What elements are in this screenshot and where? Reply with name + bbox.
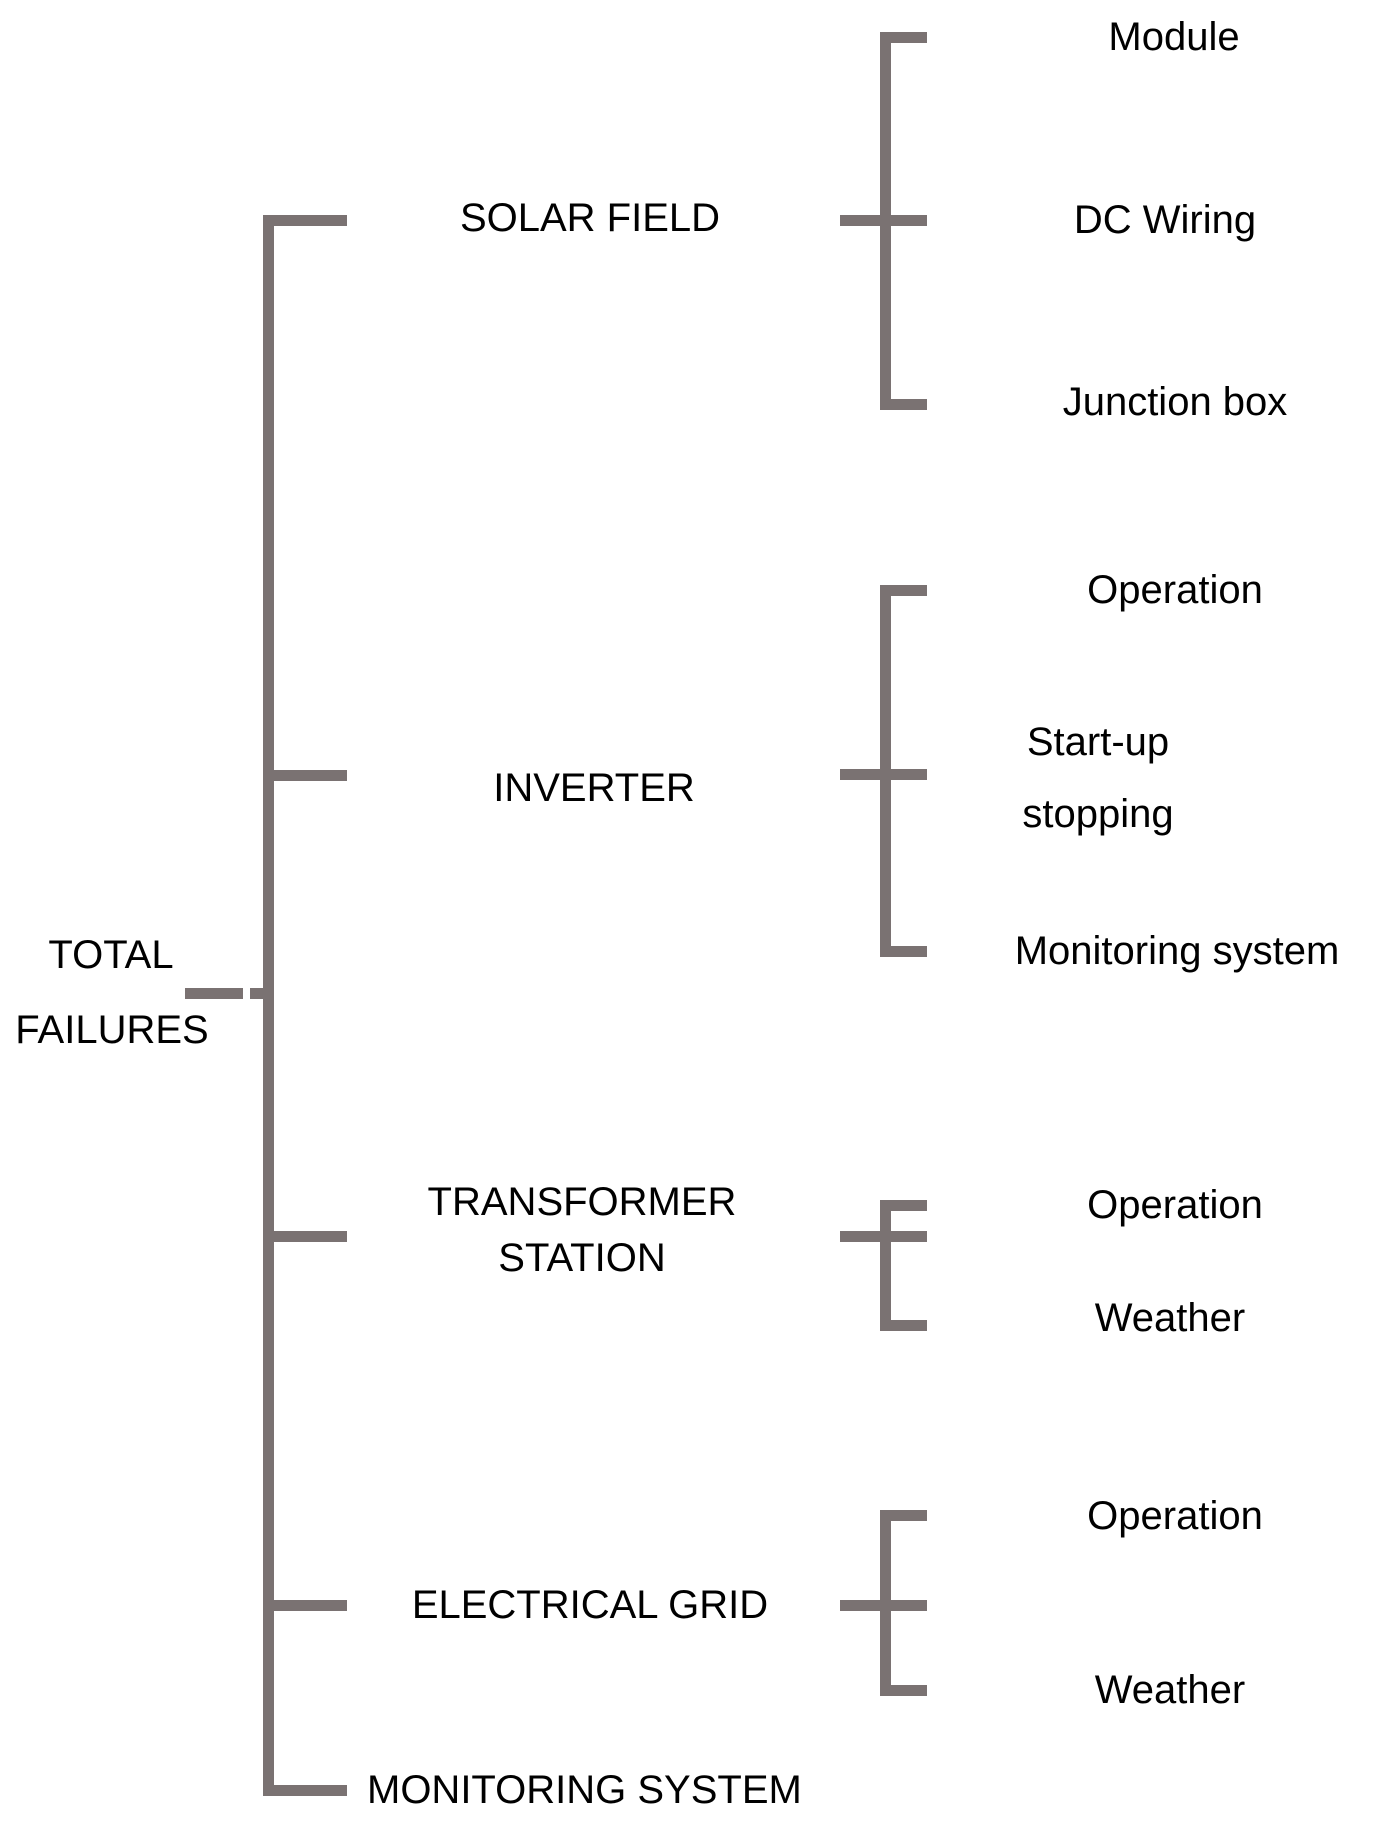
bracket-transformer-tick-mid xyxy=(840,1231,927,1242)
spine-tick-electrical-grid xyxy=(263,1600,347,1611)
bracket-inverter-tick-top xyxy=(880,585,927,596)
leaf-label-electrical-weather: Weather xyxy=(1094,1668,1246,1712)
leaf-label-startup-stopping-line2: stopping xyxy=(1022,792,1174,836)
bracket-inverter-tick-bottom xyxy=(880,946,927,957)
root-label-line1: TOTAL xyxy=(48,933,174,977)
spine-tick-solar-field xyxy=(263,215,347,226)
leaf-label-transformer-weather: Weather xyxy=(1094,1296,1246,1340)
leaf-label-transformer-operation: Operation xyxy=(1087,1183,1263,1227)
bracket-electrical-tick-mid xyxy=(840,1600,927,1611)
leaf-label-module: Module xyxy=(1108,15,1240,59)
leaf-label-dc-wiring: DC Wiring xyxy=(1073,198,1257,242)
bracket-electrical-tick-top xyxy=(880,1510,927,1521)
leaf-label-startup-stopping-line1: Start-up xyxy=(1026,720,1170,764)
branch-label-transformer-line2: STATION xyxy=(498,1236,666,1280)
root-connector-segment xyxy=(185,988,243,999)
root-label-line2: FAILURES xyxy=(15,1008,209,1052)
branch-label-solar-field: SOLAR FIELD xyxy=(459,196,721,240)
spine-tick-transformer xyxy=(263,1231,347,1242)
bracket-inverter-tick-mid xyxy=(840,769,927,780)
spine-tick-inverter xyxy=(263,770,347,781)
leaf-label-junction-box: Junction box xyxy=(1062,380,1288,424)
bracket-solar-field-tick-mid xyxy=(840,215,927,226)
branch-label-monitoring-system: MONITORING SYSTEM xyxy=(367,1768,802,1812)
leaf-label-inverter-operation: Operation xyxy=(1087,568,1263,612)
bracket-solar-field-tick-top xyxy=(880,32,927,43)
bracket-transformer-tick-top xyxy=(880,1200,927,1211)
branch-label-inverter: INVERTER xyxy=(493,766,695,810)
bracket-transformer xyxy=(880,1200,891,1331)
leaf-label-monitoring-system: Monitoring system xyxy=(1014,929,1340,973)
bracket-solar-field-tick-bottom xyxy=(880,399,927,410)
leaf-label-electrical-operation: Operation xyxy=(1087,1494,1263,1538)
spine-line xyxy=(263,215,274,1796)
branch-label-transformer-line1: TRANSFORMER xyxy=(427,1180,737,1224)
spine-tick-monitoring-system xyxy=(263,1785,347,1796)
bracket-electrical-tick-bottom xyxy=(880,1685,927,1696)
root-connector-segment xyxy=(250,988,263,999)
bracket-transformer-tick-bottom xyxy=(880,1320,927,1331)
branch-label-electrical-grid: ELECTRICAL GRID xyxy=(411,1583,769,1627)
